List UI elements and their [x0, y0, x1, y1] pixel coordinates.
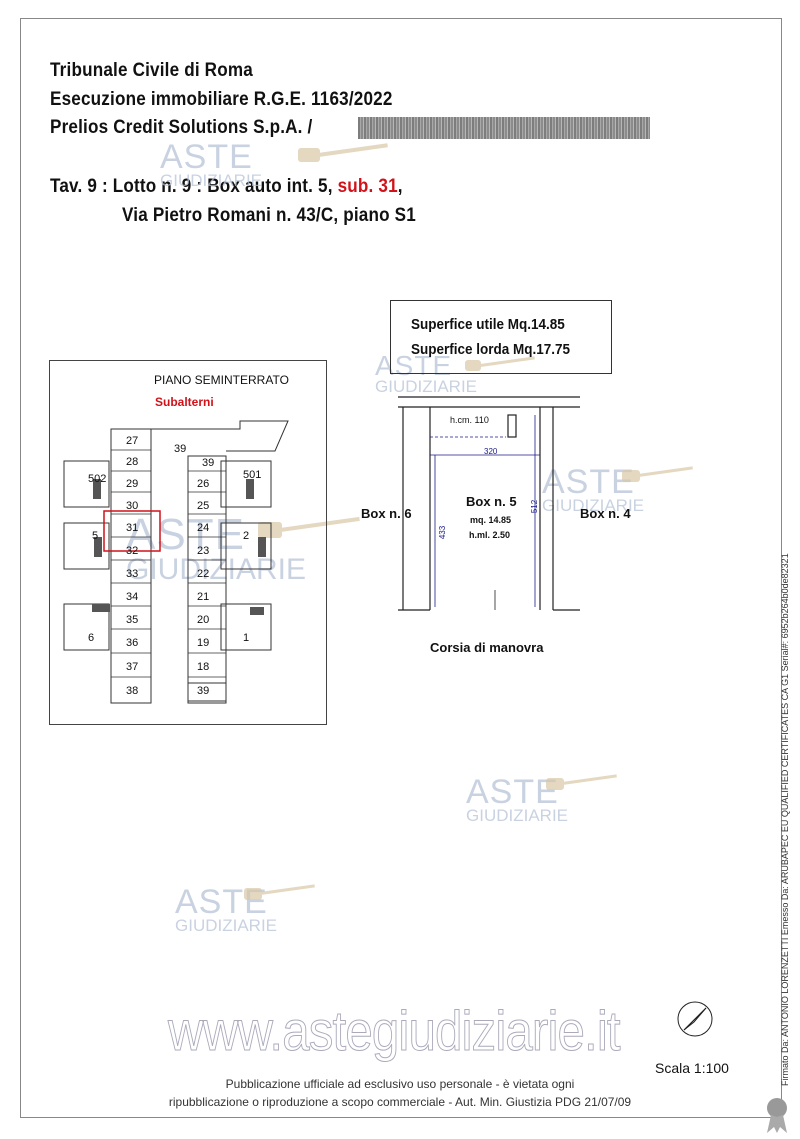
surface-utile: Superfice utile Mq.14.85	[411, 316, 565, 333]
unit-37: 37	[126, 661, 139, 673]
floor-plan: PIANO SEMINTERRATO Subalterni	[49, 360, 327, 725]
highlight-box	[103, 510, 161, 552]
unit-39: 39	[202, 457, 215, 469]
unit-36: 36	[126, 637, 139, 649]
box-mq: mq. 14.85	[470, 515, 512, 525]
scale-label: Scala 1:100	[655, 1060, 729, 1076]
creditor-line: Prelios Credit Solutions S.p.A. /	[50, 117, 313, 138]
unit-18: 18	[197, 661, 210, 673]
unit-30: 30	[126, 500, 139, 512]
site-watermark: www.astegiudiziarie.it	[168, 999, 622, 1063]
unit-39: 39	[197, 685, 210, 697]
redacted-name	[358, 117, 650, 139]
tav-prefix: Tav. 9 : Lotto n. 9 : Box auto int. 5,	[50, 176, 338, 197]
unit-25: 25	[197, 500, 210, 512]
seal-icon	[767, 1098, 787, 1133]
unit-24: 24	[197, 522, 210, 534]
unit-29: 29	[126, 478, 139, 490]
tav-suffix: ,	[397, 176, 403, 197]
unit-35: 35	[126, 614, 139, 626]
unit-23: 23	[197, 545, 210, 557]
unit-33: 33	[126, 568, 139, 580]
unit-38: 38	[126, 685, 139, 697]
box-depth-left: 433	[438, 525, 448, 540]
unit-34: 34	[126, 591, 139, 603]
plan-drawing	[63, 420, 289, 704]
block-5: 5	[92, 530, 99, 542]
tav-line: Tav. 9 : Lotto n. 9 : Box auto int. 5, s…	[50, 176, 403, 198]
unit-19: 19	[197, 637, 210, 649]
tav-sub: sub. 31	[337, 176, 398, 197]
unit-27: 27	[126, 435, 139, 447]
corsia-label: Corsia di manovra	[430, 640, 544, 655]
address-line: Via Pietro Romani n. 43/C, piano S1	[122, 205, 416, 226]
box-h-label: h.cm. 110	[450, 415, 489, 425]
surface-lorda: Superfice lorda Mq.17.75	[411, 341, 571, 358]
block-1: 1	[243, 632, 250, 644]
block-502: 502	[88, 473, 107, 485]
block-6: 6	[88, 632, 95, 644]
unit-31: 31	[126, 522, 139, 534]
block-501: 501	[243, 469, 262, 481]
unit-26: 26	[197, 478, 210, 490]
unit-28: 28	[126, 456, 139, 468]
surface-box: Superfice utile Mq.14.85 Superfice lorda…	[390, 300, 612, 374]
block-2: 2	[243, 530, 250, 542]
signature-text: Firmato Da: ANTONIO LORENZETTI Emesso Da…	[780, 553, 790, 1086]
box-left-neighbor: Box n. 6	[361, 506, 412, 521]
court-title: Tribunale Civile di Roma	[50, 60, 253, 81]
page-border	[20, 18, 782, 1118]
box-depth-right: 512	[530, 499, 540, 514]
plan-subtitle: Subalterni	[155, 395, 214, 409]
footer-line2: ripubblicazione o riproduzione a scopo c…	[168, 1095, 632, 1109]
plan-title: PIANO SEMINTERRATO	[154, 373, 289, 387]
box-name: Box n. 5	[466, 494, 517, 509]
north-arrow-icon	[677, 1001, 713, 1037]
unit-20: 20	[197, 614, 210, 626]
box-width-dim: 320	[484, 447, 498, 456]
unit-top-39: 39	[174, 443, 187, 455]
box-hml: h.ml. 2.50	[469, 530, 511, 540]
box-drawing	[398, 396, 580, 611]
footer-line1: Pubblicazione ufficiale ad esclusivo uso…	[225, 1077, 575, 1091]
box-right-neighbor: Box n. 4	[580, 506, 631, 521]
unit-22: 22	[197, 568, 210, 580]
unit-32: 32	[126, 545, 139, 557]
procedure-line: Esecuzione immobiliare R.G.E. 1163/2022	[50, 89, 393, 110]
unit-21: 21	[197, 591, 210, 603]
